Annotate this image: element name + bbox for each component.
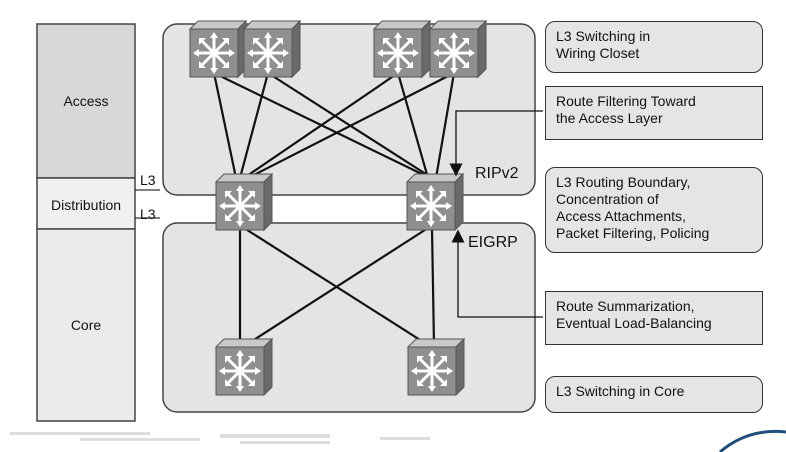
callout-route-filtering: Route Filtering Toward the Access Layer <box>545 86 763 140</box>
l3-upper-label: L3 <box>140 172 156 188</box>
l3-lower-label: L3 <box>140 206 156 222</box>
callout-text: Route Filtering Toward the Access Layer <box>556 93 696 126</box>
decorative-swoosh <box>719 429 786 452</box>
distribution-layer-box <box>36 177 136 230</box>
access-distribution-links <box>212 72 456 179</box>
callout-l3-switching-wiring-closet: L3 Switching in Wiring Closet <box>545 21 763 73</box>
callout-l3-routing-boundary: L3 Routing Boundary, Concentration of Ac… <box>545 167 763 253</box>
core-switch-left <box>214 337 274 397</box>
route-filtering-pointer-arrow-icon <box>449 110 543 177</box>
callout-route-summarization: Route Summarization, Eventual Load-Balan… <box>545 291 763 345</box>
access-switch-3 <box>372 19 432 79</box>
decorative-map-strip <box>10 432 430 444</box>
callout-text: L3 Routing Boundary, Concentration of Ac… <box>556 174 710 241</box>
callout-text: L3 Switching in Core <box>556 383 685 399</box>
callout-text: L3 Switching in Wiring Closet <box>556 28 651 61</box>
core-layer-label: Core <box>70 317 102 333</box>
distribution-switch-left <box>214 172 274 232</box>
ripv2-label: RIPv2 <box>475 165 519 182</box>
distribution-switch-right <box>405 172 465 232</box>
core-switch-right <box>406 337 466 397</box>
route-summarization-pointer-arrow-icon <box>451 229 543 318</box>
callout-l3-switching-core: L3 Switching in Core <box>545 376 763 413</box>
access-layer-label: Access <box>63 93 109 109</box>
distribution-layer-label: Distribution <box>50 197 122 213</box>
access-switch-4 <box>428 19 488 79</box>
core-layer-box <box>36 228 136 422</box>
access-switch-2 <box>242 19 302 79</box>
distribution-core-links <box>238 227 436 346</box>
callout-text: Route Summarization, Eventual Load-Balan… <box>556 298 712 331</box>
eigrp-label: EIGRP <box>468 234 518 251</box>
access-layer-box <box>36 23 136 179</box>
access-switch-1 <box>188 19 248 79</box>
